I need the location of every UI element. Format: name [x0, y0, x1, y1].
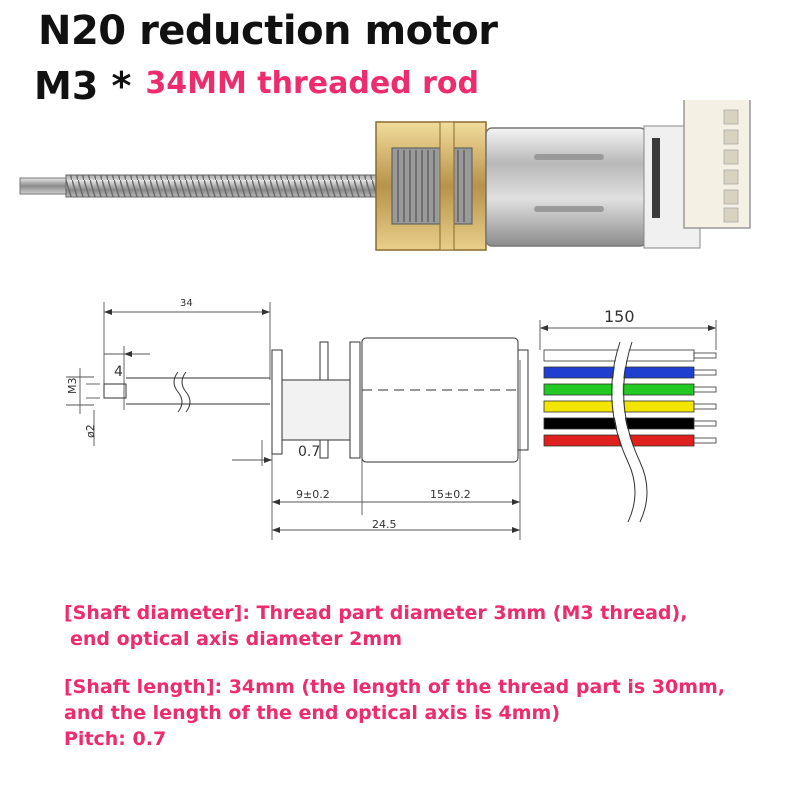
dim-shaft-length: 34: [180, 298, 193, 309]
threaded-rod: [65, 174, 387, 198]
subtitle-main: M3 *: [34, 64, 132, 108]
connector: [683, 100, 751, 229]
dim-optical-length: 4: [114, 364, 123, 380]
note-diameter-2: end optical axis diameter 2mm: [70, 628, 402, 650]
shaft-outline: [103, 371, 270, 413]
dim-wire-length: 150: [604, 307, 635, 326]
note-length-1: [Shaft length]: 34mm (the length of the …: [64, 676, 726, 698]
wires: [543, 340, 717, 525]
motor-photo: [19, 100, 751, 251]
page-title: N20 reduction motor: [38, 8, 498, 54]
dim-end-dia: ø2: [84, 424, 97, 438]
technical-drawing: 34 4 M3 ø2 0.7 9±0.2 15±0.2 24.5 150: [66, 298, 717, 540]
spec-notes: [Shaft diameter]: Thread part diameter 3…: [64, 600, 784, 752]
subtitle-accent: 34MM threaded rod: [145, 66, 479, 101]
dim-motor-length: 15±0.2: [430, 488, 471, 501]
rod-end: [19, 177, 69, 195]
dimension-arrows: [104, 309, 716, 533]
note-length-2: and the length of the end optical axis i…: [64, 702, 561, 724]
note-diameter-1: [Shaft diameter]: Thread part diameter 3…: [64, 602, 688, 624]
dim-gear-length: 9±0.2: [296, 488, 330, 501]
motor-can: [485, 127, 647, 247]
dim-pitch: 0.7: [298, 444, 320, 460]
gearbox: [375, 121, 487, 251]
dim-total-length: 24.5: [372, 518, 397, 531]
dim-thread-dia: M3: [66, 378, 79, 395]
note-pitch: Pitch: 0.7: [64, 728, 167, 750]
subtitle-row: M3 * 34MM threaded rod: [34, 64, 479, 108]
motor-outline: [271, 337, 529, 463]
